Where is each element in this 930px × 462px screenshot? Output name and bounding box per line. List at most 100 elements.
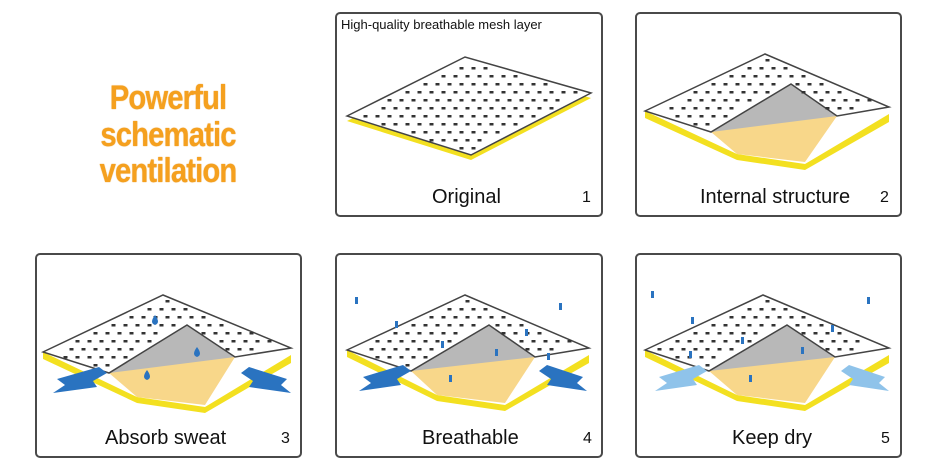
perforation-dot bbox=[411, 324, 416, 327]
perforation-dot bbox=[471, 99, 476, 102]
perforation-dot bbox=[519, 99, 524, 102]
perforation-dot bbox=[483, 99, 488, 102]
perforation-dot bbox=[135, 324, 140, 327]
perforation-dot bbox=[747, 324, 752, 327]
perforation-dot bbox=[729, 91, 734, 94]
perforation-dot bbox=[507, 83, 512, 86]
perforation-dot bbox=[819, 340, 824, 343]
perforation-dot bbox=[753, 316, 758, 319]
perforation-dot bbox=[399, 356, 404, 359]
perforation-dot bbox=[687, 115, 692, 118]
perforation-dot bbox=[429, 91, 434, 94]
perforation-dot bbox=[765, 59, 770, 62]
perforation-dot bbox=[429, 332, 434, 335]
perforation-dot bbox=[75, 356, 80, 359]
perforation-dot bbox=[183, 308, 188, 311]
perforation-dot bbox=[693, 91, 698, 94]
perforation-dot bbox=[447, 324, 452, 327]
perforation-dot bbox=[441, 91, 446, 94]
perforation-dot bbox=[111, 340, 116, 343]
perforation-dot bbox=[453, 139, 458, 142]
perforation-dot bbox=[747, 67, 752, 70]
perforation-dot bbox=[789, 75, 794, 78]
perforation-dot bbox=[687, 340, 692, 343]
perforation-dot bbox=[219, 340, 224, 343]
panel-breathable: Breathable 4 bbox=[335, 253, 603, 458]
perforation-dot bbox=[831, 99, 836, 102]
perforation-dot bbox=[693, 123, 698, 126]
panel-original: High-quality breathable mesh layer Origi… bbox=[335, 12, 603, 217]
perforation-dot bbox=[441, 123, 446, 126]
mesh-diagram-absorb bbox=[40, 294, 294, 413]
perforation-dot bbox=[705, 107, 710, 110]
panel-number-1: 1 bbox=[582, 189, 591, 206]
perforation-dot bbox=[549, 107, 554, 110]
perforation-dot bbox=[489, 316, 494, 319]
perforation-dot bbox=[849, 107, 854, 110]
perforation-dot bbox=[711, 115, 716, 118]
perforation-dot bbox=[129, 316, 134, 319]
perforation-dot bbox=[723, 324, 728, 327]
perforation-dot bbox=[189, 316, 194, 319]
perforation-dot bbox=[705, 91, 710, 94]
perforation-dot bbox=[837, 348, 842, 351]
perforation-dot bbox=[87, 356, 92, 359]
perforation-dot bbox=[681, 107, 686, 110]
perforation-dot bbox=[747, 99, 752, 102]
perforation-dot bbox=[393, 348, 398, 351]
perforation-dot bbox=[447, 340, 452, 343]
perforation-dot bbox=[531, 115, 536, 118]
perforation-dot bbox=[849, 348, 854, 351]
perforation-dot bbox=[159, 324, 164, 327]
perforation-dot bbox=[699, 356, 704, 359]
perforation-dot bbox=[501, 316, 506, 319]
perforation-dot bbox=[459, 83, 464, 86]
perforation-dot bbox=[831, 340, 836, 343]
perforation-dot bbox=[699, 99, 704, 102]
perforation-dot bbox=[165, 300, 170, 303]
perforation-dot bbox=[801, 332, 806, 335]
left-arrow-icon bbox=[53, 367, 107, 393]
perforation-dot bbox=[771, 308, 776, 311]
perforation-dot bbox=[399, 340, 404, 343]
perforation-dot bbox=[675, 115, 680, 118]
perforation-dot bbox=[705, 332, 710, 335]
perforation-dot bbox=[477, 123, 482, 126]
perforation-dot bbox=[75, 340, 80, 343]
perforation-dot bbox=[399, 99, 404, 102]
left-arrow-icon bbox=[359, 365, 411, 391]
perforation-dot bbox=[423, 356, 428, 359]
perforation-dot bbox=[81, 348, 86, 351]
perforation-dot bbox=[867, 99, 872, 102]
perforation-dot bbox=[675, 340, 680, 343]
panel-number-5: 5 bbox=[881, 430, 890, 447]
air-particles bbox=[651, 291, 870, 382]
perforation-dot bbox=[711, 356, 716, 359]
perforation-dot bbox=[759, 67, 764, 70]
perforation-dot bbox=[537, 107, 542, 110]
perforation-dot bbox=[723, 99, 728, 102]
perforation-dot bbox=[63, 356, 68, 359]
perforation-dot bbox=[375, 356, 380, 359]
perforation-dot bbox=[747, 340, 752, 343]
perforation-dot bbox=[381, 348, 386, 351]
perforation-dot bbox=[477, 139, 482, 142]
right-arrow-icon bbox=[241, 367, 291, 393]
perforation-dot bbox=[369, 348, 374, 351]
perforation-dot bbox=[489, 107, 494, 110]
perforation-dot bbox=[459, 67, 464, 70]
perforation-dot bbox=[729, 348, 734, 351]
perforation-dot bbox=[471, 308, 476, 311]
perforation-dot bbox=[483, 83, 488, 86]
perforation-dot bbox=[513, 107, 518, 110]
perforation-dot bbox=[423, 83, 428, 86]
perforation-dot bbox=[507, 99, 512, 102]
perforation-dot bbox=[453, 75, 458, 78]
perforation-dot bbox=[459, 99, 464, 102]
perforation-dot bbox=[453, 332, 458, 335]
perforation-dot bbox=[735, 83, 740, 86]
perforation-dot bbox=[411, 99, 416, 102]
perforation-dot bbox=[531, 340, 536, 343]
perforation-dot bbox=[405, 364, 410, 367]
perforation-dot bbox=[225, 332, 230, 335]
